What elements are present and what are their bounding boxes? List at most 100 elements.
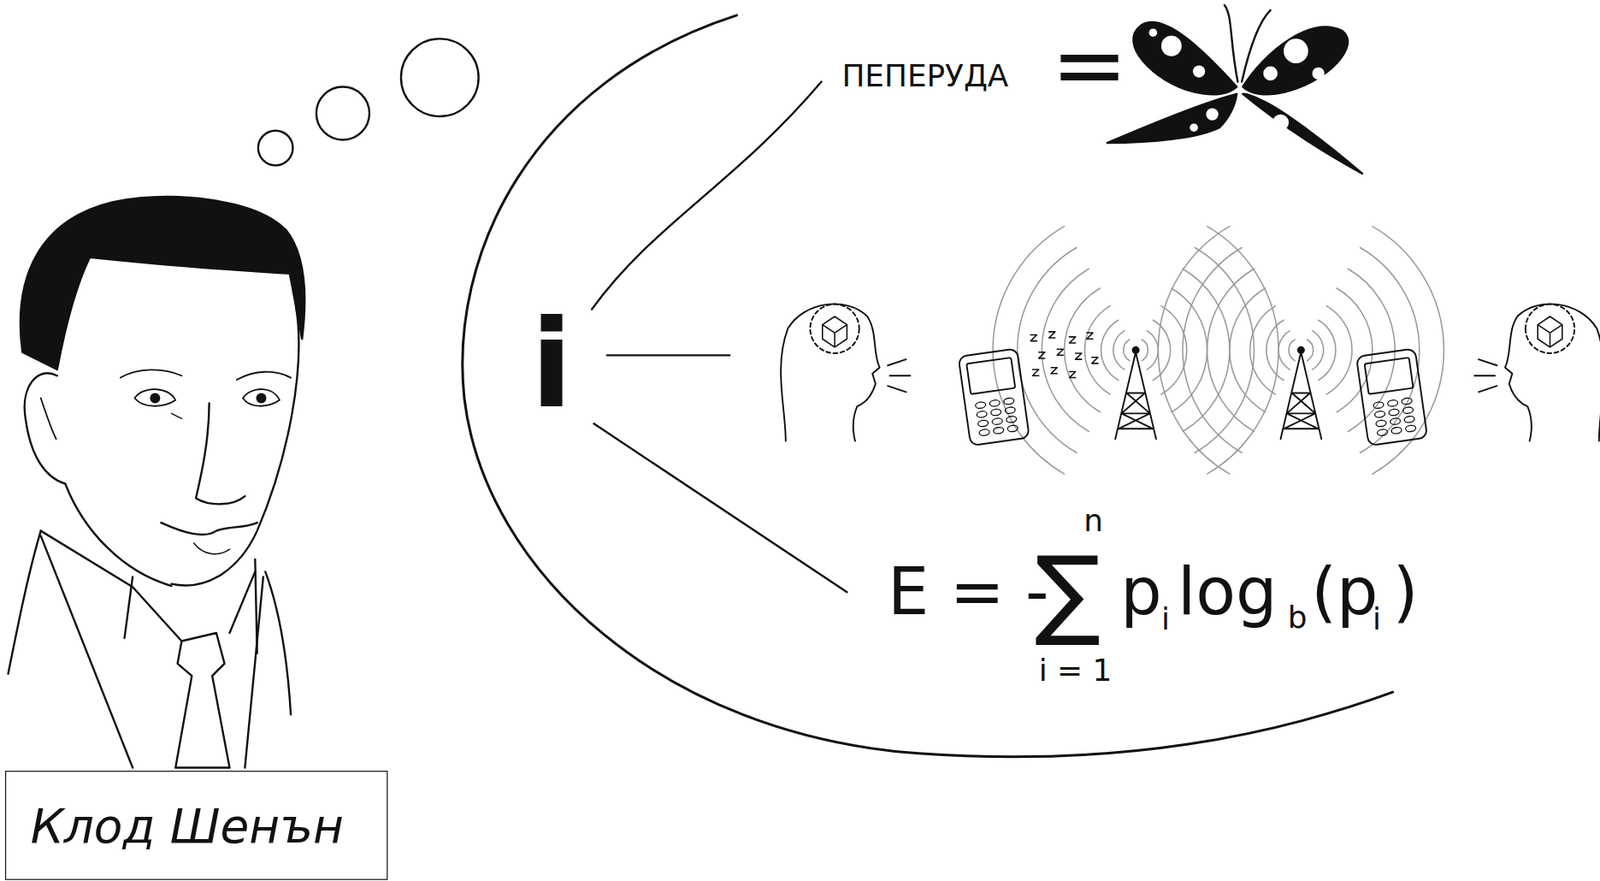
drawing-stroke bbox=[175, 632, 230, 768]
wave-arc bbox=[1146, 330, 1158, 370]
wave-arc bbox=[1266, 319, 1284, 380]
phone-key bbox=[1388, 408, 1400, 417]
wave-arc bbox=[1312, 330, 1324, 370]
drawing-stroke bbox=[822, 316, 848, 348]
zigzag bbox=[1050, 367, 1057, 374]
wave-arc bbox=[1194, 247, 1254, 453]
drawing-stroke bbox=[1283, 38, 1309, 64]
drawing-stroke bbox=[1192, 64, 1205, 77]
drawing-stroke bbox=[1133, 22, 1237, 95]
drawing-stroke bbox=[41, 397, 57, 439]
drawing-stroke bbox=[1149, 28, 1158, 37]
phone-key bbox=[974, 401, 986, 409]
wave-arc bbox=[1182, 268, 1230, 431]
zigzag bbox=[1033, 369, 1040, 376]
wave-arc bbox=[1336, 288, 1373, 413]
wave-arc bbox=[1307, 339, 1314, 361]
drawing-stroke bbox=[809, 304, 859, 354]
phone-key bbox=[1375, 419, 1388, 428]
drawing-stroke bbox=[41, 531, 183, 642]
drawing-stroke bbox=[258, 130, 294, 166]
phone-key bbox=[1376, 428, 1388, 437]
drawing-stroke bbox=[265, 571, 291, 715]
sum-index: i = 1 bbox=[1039, 655, 1112, 686]
wave-arc bbox=[1017, 247, 1077, 453]
wave-arc bbox=[1326, 306, 1353, 395]
phone-key bbox=[1003, 397, 1015, 406]
drawing-stroke bbox=[607, 354, 730, 356]
tower-left bbox=[1115, 347, 1157, 439]
drawing-stroke bbox=[24, 372, 66, 484]
zigzag bbox=[1075, 353, 1082, 360]
drawing-stroke bbox=[1161, 35, 1182, 57]
thought-bubbles bbox=[258, 38, 479, 166]
drawing-stroke bbox=[1263, 66, 1278, 82]
phone-left bbox=[958, 348, 1030, 446]
drawing-stroke bbox=[1356, 348, 1428, 446]
drawing-stroke bbox=[1189, 123, 1199, 132]
sum-symbol: ∑ bbox=[1034, 543, 1101, 642]
phone-key bbox=[977, 419, 989, 428]
information-symbol: i bbox=[530, 304, 573, 427]
drawing-stroke bbox=[593, 423, 847, 592]
drawing-stroke bbox=[195, 402, 245, 504]
subscript: i bbox=[1161, 604, 1170, 636]
phone-right bbox=[1356, 348, 1428, 446]
thought-arc bbox=[462, 15, 1394, 757]
drawing-stroke bbox=[1525, 304, 1575, 354]
drawing-stroke bbox=[966, 357, 1016, 395]
phone-key bbox=[1007, 425, 1019, 433]
wave-arc bbox=[1347, 268, 1395, 431]
formula-part: p bbox=[1120, 559, 1162, 625]
drawing-stroke bbox=[1115, 352, 1157, 439]
drawing-stroke bbox=[256, 393, 267, 404]
drawing-stroke bbox=[1537, 316, 1563, 348]
drawing-stroke bbox=[1242, 27, 1348, 95]
head-right bbox=[1474, 303, 1600, 441]
name-plate: Клод Шенън bbox=[5, 770, 388, 880]
zigzag bbox=[1039, 352, 1046, 359]
drawing-stroke bbox=[887, 359, 910, 392]
drawing-stroke bbox=[1474, 359, 1497, 392]
wave-arc bbox=[1171, 288, 1208, 413]
phone-key bbox=[990, 408, 1002, 417]
drawing-stroke bbox=[780, 303, 880, 441]
drawing-stroke bbox=[1373, 397, 1417, 437]
wave-arc bbox=[1207, 268, 1255, 431]
phone-key bbox=[1401, 397, 1413, 406]
sum-limit: n bbox=[1083, 505, 1104, 537]
drawing-stroke bbox=[194, 543, 231, 555]
person-name: Клод Шенън bbox=[30, 802, 387, 851]
wave-arc bbox=[1064, 288, 1101, 413]
phone-key bbox=[1391, 426, 1403, 435]
formula-part: ) bbox=[1393, 559, 1419, 625]
equals-sign: = bbox=[1050, 17, 1128, 110]
drawing-stroke bbox=[1224, 5, 1239, 83]
drawing-stroke bbox=[1281, 352, 1323, 439]
drawing-stroke bbox=[171, 413, 182, 419]
phone-key bbox=[1405, 425, 1417, 433]
phone-key bbox=[976, 410, 988, 419]
zigzag bbox=[1086, 332, 1093, 339]
wave-arc bbox=[1318, 319, 1336, 380]
drawing-stroke bbox=[120, 369, 183, 378]
subscript: i bbox=[1372, 604, 1382, 636]
zigzag bbox=[1092, 357, 1099, 364]
wave-arc bbox=[1229, 288, 1266, 413]
drawing-stroke bbox=[1241, 10, 1270, 83]
drawing-stroke bbox=[41, 536, 133, 768]
drawing-stroke bbox=[958, 348, 1030, 446]
phone-key bbox=[989, 399, 1001, 408]
drawing-stroke bbox=[242, 389, 280, 407]
drawing-stroke bbox=[591, 81, 821, 309]
wave-arc bbox=[1182, 247, 1242, 453]
drawing-stroke bbox=[20, 196, 305, 370]
leader-lines bbox=[591, 81, 847, 592]
phone-key bbox=[1404, 415, 1416, 424]
wave-arc bbox=[1250, 306, 1276, 395]
butterfly bbox=[1107, 5, 1363, 174]
phone-key bbox=[1373, 401, 1385, 409]
phone-key bbox=[1374, 410, 1386, 419]
